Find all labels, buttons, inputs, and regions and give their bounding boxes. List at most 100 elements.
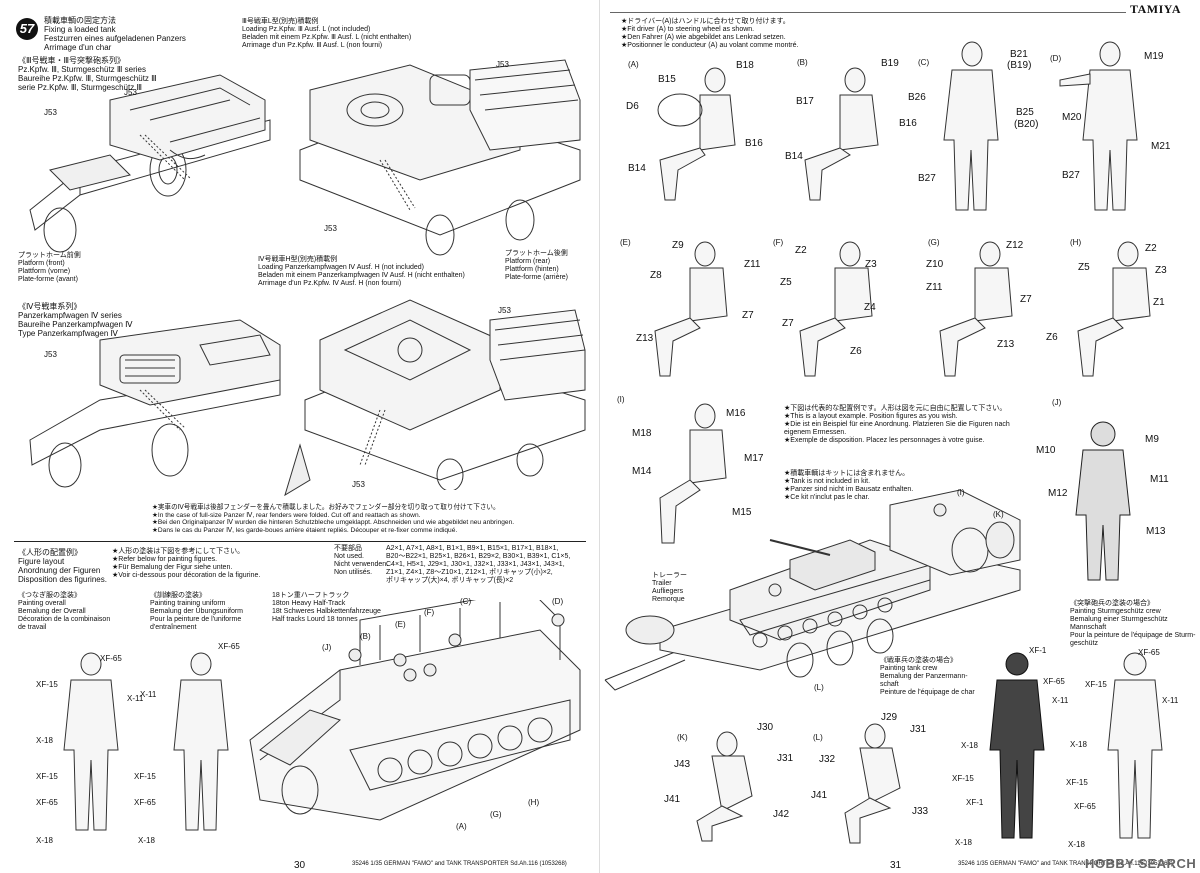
figure-k-illustration <box>696 731 753 842</box>
training-painting-heading: 《訓練服の塗装》 Painting training uniform Bemal… <box>150 592 243 631</box>
page-number-right: 31 <box>890 860 902 871</box>
figure-e-id: (E) <box>620 238 631 247</box>
footer-right: 35246 1/35 GERMAN "FAMO" and TANK TRANSP… <box>958 861 1173 867</box>
overall-paint-3: XF-15 <box>36 680 58 689</box>
rear-fender-detail <box>284 443 311 497</box>
figure-f-part-z7: Z7 <box>782 318 794 329</box>
trailer-caption: トレーラー Trailer Aufliegers Remorque <box>652 572 687 603</box>
figure-b-part-b17: B17 <box>796 96 814 107</box>
pz4-loaded-trailer-rear-illustration <box>304 299 586 490</box>
page-number-left: 30 <box>294 860 306 871</box>
tank-crew-paint-7: X-18 <box>955 838 972 847</box>
figure-a-illustration <box>657 67 736 201</box>
figure-c-id: (C) <box>918 58 930 67</box>
figure-g-part-z7: Z7 <box>1020 294 1032 305</box>
figure-c-part-b26: B26 <box>908 92 926 103</box>
pz4-loading-caption: Ⅳ号戦車H型(別売)積載例 Loading Panzerkampfwagen Ⅳ… <box>258 256 465 287</box>
stug-crew-paint-5: XF-15 <box>1066 778 1088 787</box>
figure-l-part-j31: J31 <box>910 724 927 735</box>
tank-transporter-illustration <box>604 489 1021 691</box>
layout-callout-f: (F) <box>424 608 435 617</box>
figure-j-part-m13: M13 <box>1146 526 1166 537</box>
figure-h-part-z5: Z5 <box>1078 262 1090 273</box>
pz3-loaded-trailer-illustration <box>29 74 271 253</box>
layout-callout-g: (G) <box>490 810 502 819</box>
figure-d-part-m21: M21 <box>1151 141 1171 152</box>
figure-e-illustration <box>654 241 728 377</box>
figure-a-part-b16: B16 <box>745 138 763 149</box>
stug-crew-paint-2: XF-15 <box>1085 680 1107 689</box>
layout-callout-i: (I) <box>957 488 965 497</box>
figure-i-part-m14: M14 <box>632 466 652 477</box>
figure-d-part-b27: B27 <box>1062 170 1080 181</box>
figure-i-part-m18: M18 <box>632 428 652 439</box>
figure-e-part-z8: Z8 <box>650 270 662 281</box>
tank-crew-painting-heading: 《戦車兵の塗装の場合》 Painting tank crew Bemalung … <box>880 657 975 696</box>
figure-g-part-z13: Z13 <box>997 339 1015 350</box>
stug-crew-paint-6: XF-65 <box>1074 802 1096 811</box>
training-paint-4: XF-65 <box>134 798 156 807</box>
figure-j-part-m12: M12 <box>1048 488 1068 499</box>
figure-f-id: (F) <box>773 238 784 247</box>
layout-callout-k: (K) <box>993 510 1004 519</box>
figure-a-part-b14: B14 <box>628 163 646 174</box>
tank-not-included-note: ★積載車輌はキットには含まれません。 ★Tank is not included… <box>784 470 914 501</box>
layout-callout-d: (D) <box>552 597 564 606</box>
j53-callout-5: J53 <box>44 350 57 359</box>
figure-d-part-m19: M19 <box>1144 51 1164 62</box>
platform-front-caption: プラットホーム前側 Platform (front) Plattform (vo… <box>18 252 81 283</box>
step-title: 積載車輌の固定方法 Fixing a loaded tank Festzurre… <box>44 16 186 52</box>
layout-callout-c: (C) <box>460 597 472 606</box>
figure-b-id: (B) <box>797 58 808 67</box>
figure-f-part-z5: Z5 <box>780 277 792 288</box>
figure-c-part-b27: B27 <box>918 173 936 184</box>
figure-d-part-m20: M20 <box>1062 112 1082 123</box>
footer-left: 35246 1/35 GERMAN "FAMO" and TANK TRANSP… <box>352 861 567 867</box>
training-paint-2: X-11 <box>140 690 157 699</box>
figure-l-part-j33: J33 <box>912 806 929 817</box>
layout-callout-l: (L) <box>814 683 824 692</box>
unused-parts-label: 不要部品 Not used. Nicht verwenden. Non util… <box>334 545 389 576</box>
pz3-series-heading: 《Ⅲ号戦車・Ⅲ号突撃砲系列》 Pz.Kpfw. Ⅲ, Sturmgeschütz… <box>18 56 157 92</box>
tank-crew-paint-5: XF-15 <box>952 774 974 783</box>
figure-b-part-b19: B19 <box>881 58 899 69</box>
figure-f-illustration <box>799 241 873 377</box>
figure-l-part-j41: J41 <box>811 790 828 801</box>
watermark: HOBBY SEARCH <box>1085 856 1197 871</box>
j53-callout-6: J53 <box>498 306 511 315</box>
j53-callout-2: J53 <box>124 88 137 97</box>
layout-callout-j: (J) <box>322 643 332 652</box>
driver-note: ★ドライバー(A)はハンドルに合わせて取り付けます。 ★Fit driver (… <box>621 18 799 49</box>
figure-c-part-b21: B21 <box>1010 49 1028 60</box>
tank-crew-paint-3: X-11 <box>1052 696 1069 705</box>
figure-g-part-z12: Z12 <box>1006 240 1024 251</box>
figure-l-part-j29: J29 <box>881 712 898 723</box>
figure-j-part-m11: M11 <box>1150 474 1169 485</box>
figure-i-part-m15: M15 <box>732 507 752 518</box>
figure-k-part-j42: J42 <box>773 809 790 820</box>
stug-crew-painting-heading: 《突撃砲兵の塗装の場合》 Painting Sturmgeschütz crew… <box>1070 600 1196 647</box>
figure-f-part-z3: Z3 <box>865 259 877 270</box>
layout-callout-b: (B) <box>360 632 371 641</box>
stug-crew-paint-4: X-18 <box>1070 740 1087 749</box>
j53-callout-7: J53 <box>352 480 365 489</box>
figure-e-part-z7: Z7 <box>742 310 754 321</box>
figure-h-id: (H) <box>1070 238 1082 247</box>
halftrack-with-figures-illustration <box>249 600 581 821</box>
figure-g-illustration <box>939 241 1013 377</box>
figure-k-id: (K) <box>677 733 688 742</box>
stug-crew-paint-7: X-18 <box>1068 840 1085 849</box>
brand-logo: TAMIYA <box>1130 2 1182 16</box>
unused-parts-list: A2×1, A7×1, A8×1, B1×1, B9×1, B15×1, B17… <box>386 545 571 584</box>
figure-k-part-j31: J31 <box>777 753 794 764</box>
j53-callout-4: J53 <box>324 224 337 233</box>
step-number-badge: 57 <box>16 18 38 40</box>
tank-crew-paint-1: XF-1 <box>1029 646 1047 655</box>
figure-layout-heading: 《人形の配置例》 Figure layout Anordnung der Fig… <box>18 548 107 584</box>
overall-paint-4: X-18 <box>36 736 53 745</box>
layout-callout-a: (A) <box>456 822 467 831</box>
figure-a-part-d6: D6 <box>626 101 639 112</box>
layout-callout-e: (E) <box>395 620 406 629</box>
stug-crew-paint-3: X-11 <box>1162 696 1179 705</box>
figure-k-part-j43: J43 <box>674 759 691 770</box>
